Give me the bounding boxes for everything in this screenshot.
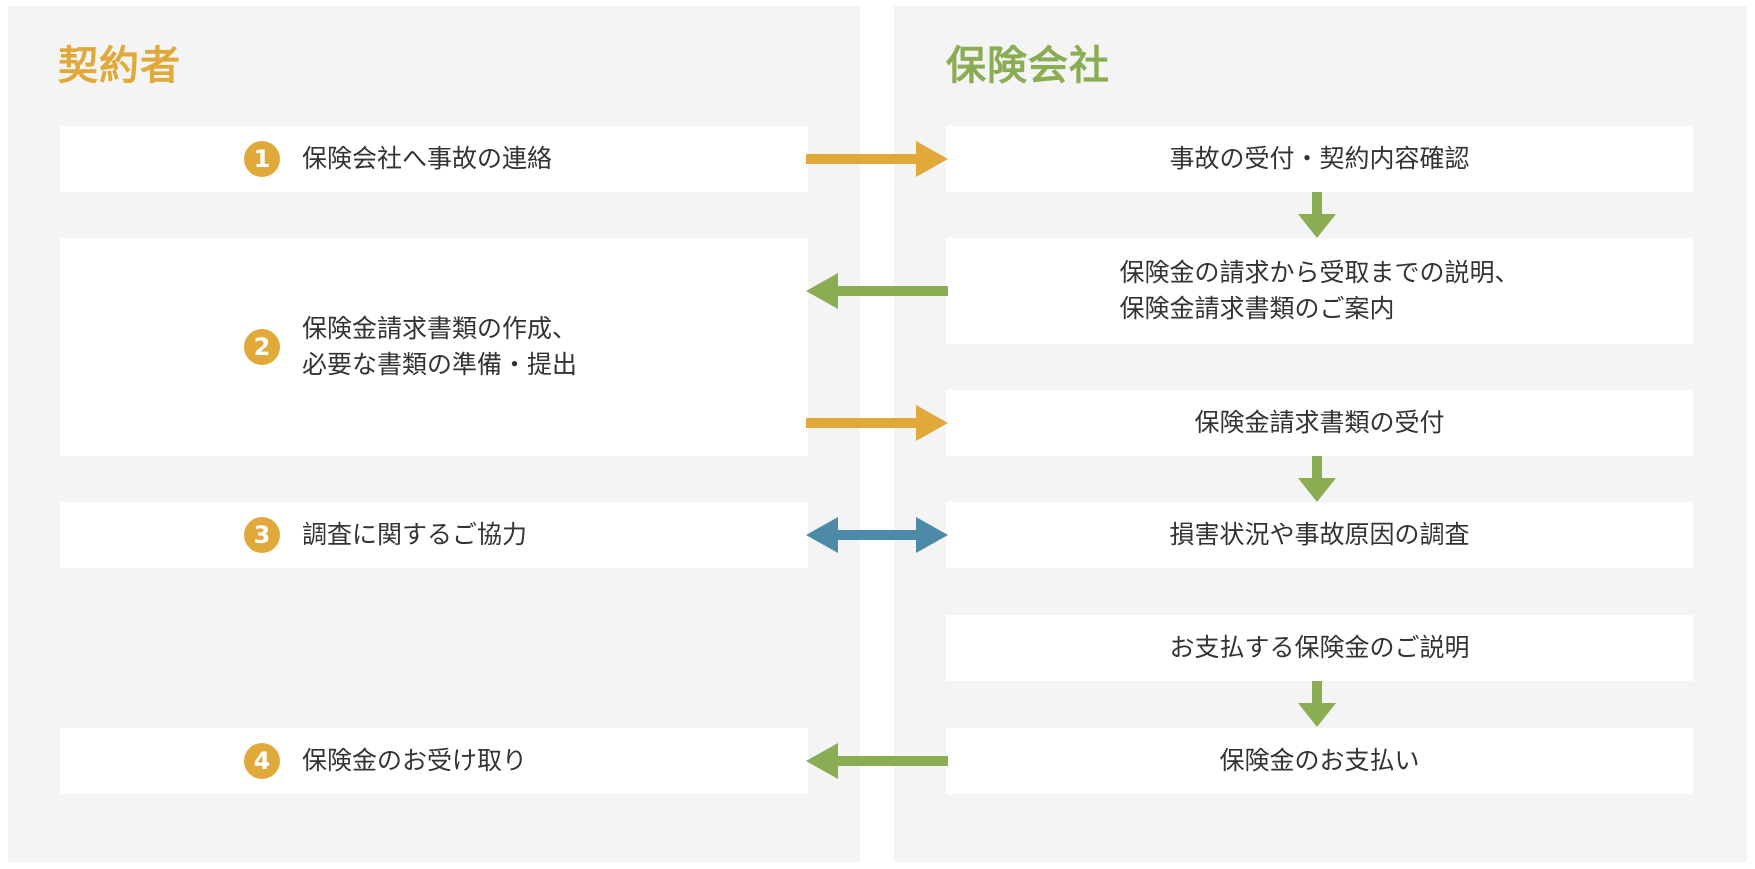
insurer-box-payment: 保険金のお支払い [946, 728, 1693, 794]
arrow-right-icon [806, 405, 948, 441]
insurer-box-text: 事故の受付・契約内容確認 [1169, 144, 1470, 173]
insurer-box-text: お支払する保険金のご説明 [1169, 633, 1470, 662]
arrow-down-icon [1298, 192, 1336, 238]
step-3-text: 調査に関するご協力 [302, 520, 528, 549]
step-1-box: 1 保険会社へ事故の連絡 [60, 126, 808, 192]
insurer-box-investigation: 損害状況や事故原因の調査 [946, 502, 1693, 568]
step-number-4-icon: 4 [244, 743, 280, 779]
step-number-2-icon: 2 [244, 329, 280, 365]
step-number-1-icon: 1 [244, 141, 280, 177]
arrow-bidirectional-icon [806, 517, 948, 553]
arrow-left-icon [806, 743, 948, 779]
step-3-box: 3 調査に関するご協力 [60, 502, 808, 568]
arrow-down-icon [1298, 456, 1336, 502]
arrow-left-icon [806, 273, 948, 309]
insurer-box-text: 保険金のお支払い [1219, 746, 1420, 775]
step-number-3-icon: 3 [244, 517, 280, 553]
insurer-box-payment-explanation: お支払する保険金のご説明 [946, 615, 1693, 681]
policyholder-title: 契約者 [58, 43, 181, 89]
arrow-right-icon [806, 141, 948, 177]
insurer-box-document-reception: 保険金請求書類の受付 [946, 390, 1693, 456]
step-4-box: 4 保険金のお受け取り [60, 728, 808, 794]
insurer-title: 保険会社 [946, 43, 1110, 89]
step-2-text: 保険金請求書類の作成、 必要な書類の準備・提出 [302, 314, 578, 379]
arrow-down-icon [1298, 681, 1336, 727]
insurer-box-text: 損害状況や事故原因の調査 [1169, 520, 1470, 549]
step-1-text: 保険会社へ事故の連絡 [302, 144, 553, 173]
insurer-box-accident-reception: 事故の受付・契約内容確認 [946, 126, 1693, 192]
insurer-box-text: 保険金請求書類の受付 [1194, 408, 1445, 437]
insurer-box-text: 保険金の請求から受取までの説明、 保険金請求書類のご案内 [1119, 258, 1520, 323]
step-4-text: 保険金のお受け取り [302, 746, 528, 775]
insurer-box-claim-explanation: 保険金の請求から受取までの説明、 保険金請求書類のご案内 [946, 238, 1693, 344]
step-2-box: 2 保険金請求書類の作成、 必要な書類の準備・提出 [60, 238, 808, 456]
